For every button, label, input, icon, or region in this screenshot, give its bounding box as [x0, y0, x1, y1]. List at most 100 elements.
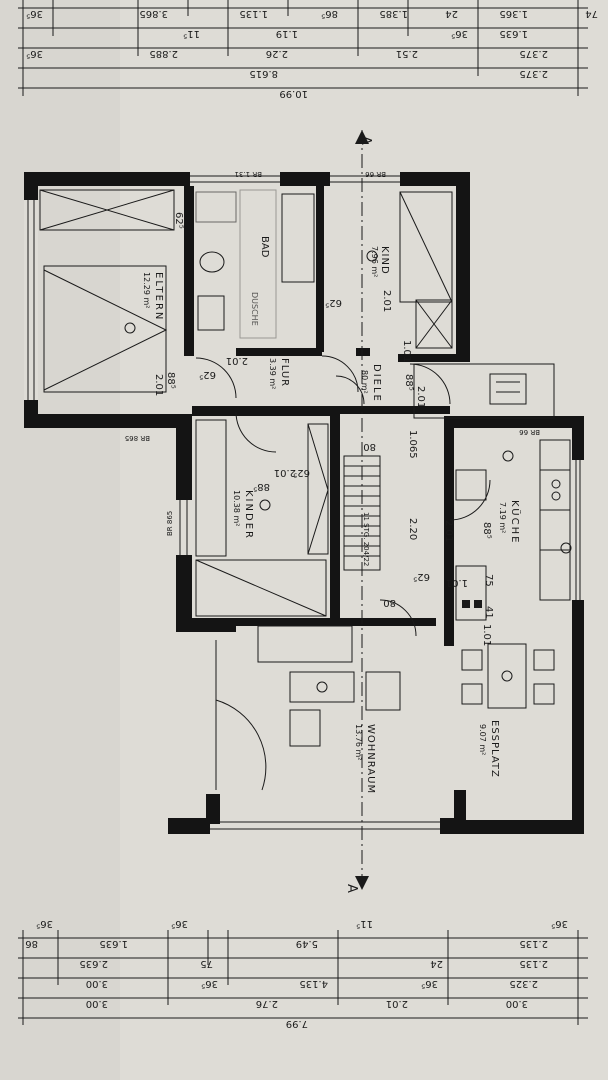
dim-top-r5-g: 36⁵	[26, 8, 43, 19]
dim-bottom-r3-d: 36⁵	[201, 978, 218, 989]
opening-dim-6: 88⁵	[165, 372, 176, 389]
dim-top-r2-b: 8.615	[249, 68, 278, 79]
dim-top-r3-d: 2.885	[149, 48, 178, 59]
room-essplatz-area: 9.07 m²	[478, 724, 487, 755]
dim-bottom-r3-b: 36⁵	[421, 978, 438, 989]
opening-dim-24: 1.01	[481, 624, 492, 646]
opening-dim-21: 75	[483, 574, 494, 587]
dim-bottom-r2-d: 3.00	[86, 998, 108, 1009]
room-diele-name: DIELE	[371, 364, 382, 403]
opening-dim-18: 88⁵	[481, 522, 492, 539]
opening-dim-19: 1.01	[446, 577, 468, 588]
dim-bottom-r4-d: 2.635	[79, 958, 108, 969]
opening-dim-5: 62⁵	[325, 297, 342, 308]
terrace-outline	[413, 363, 555, 419]
dim-top-r3-a: 2.375	[519, 48, 548, 59]
dim-bottom-r5-a: 2.135	[519, 938, 548, 949]
room-kueche-area: 7.19 m²	[498, 502, 507, 533]
brh-note-5: BR 66	[519, 428, 540, 436]
room-flur-name: FLUR	[279, 358, 290, 387]
room-diele-area: 80 m²	[360, 370, 369, 394]
dim-top-r4-c: 1.19	[276, 28, 298, 39]
brh-note-1: BR 1.31	[235, 170, 262, 178]
stair-label: 11 STG. 204/22	[362, 512, 370, 566]
room-kind-area: 7.96 m²	[370, 246, 379, 277]
dim-bottom-r4-a: 2.135	[519, 958, 548, 969]
dim-bottom-r4-c: 75	[200, 958, 213, 969]
dim-top-r5-d: 86⁵	[321, 8, 338, 19]
dim-bottom-total: 7.99	[286, 1018, 308, 1029]
opening-dim-9: 88⁵	[253, 481, 270, 492]
exterior-walls	[24, 172, 584, 834]
dim-top-total: 10.99	[279, 88, 308, 99]
room-dusche-name: DUSCHE	[250, 292, 259, 326]
opening-dim-7: 2.01	[153, 374, 164, 396]
dim-top-r5-e: 1.135	[239, 8, 268, 19]
dim-top-r5-b: 24	[445, 8, 458, 19]
opening-dim-17: 2.01	[443, 520, 454, 542]
opening-dim-2: 2.01	[226, 355, 248, 366]
brh-note-4: BR 865	[166, 511, 174, 536]
dim-bottom-r5-d: 86	[25, 938, 38, 949]
room-wohnraum-name: WOHNRAUM	[365, 724, 376, 794]
bottom-dimension-chains: 7.99 3.00 2.01 2.76 3.00 2.325 36⁵ 4.135…	[18, 918, 588, 1029]
dim-top-r3-e: 36⁵	[26, 48, 43, 59]
dim-bottom-r3-a: 2.325	[509, 978, 538, 989]
opening-dim-12: 2.01	[381, 290, 392, 312]
dim-bottom-r3-c: 4.135	[299, 978, 328, 989]
dim-top-r5-f: 3.865	[139, 8, 168, 19]
dim-top-r3-c: 2.26	[266, 48, 288, 59]
opening-dim-8: 62⁵	[293, 467, 310, 478]
dim-bottom-r2-a: 3.00	[506, 998, 528, 1009]
section-mark-bottom: A	[344, 884, 359, 893]
room-wohnraum-area: 13.76 m²	[354, 724, 363, 760]
dim-bottom-r2-c: 2.76	[256, 998, 278, 1009]
dim-bottom-mark-b: 11⁵	[356, 918, 373, 929]
opening-dim-10: 2.01	[274, 467, 296, 478]
room-kinder-area: 10.38 m²	[232, 490, 241, 526]
opening-dim-22: 41	[483, 606, 494, 619]
dim-bottom-r4-b: 24	[430, 958, 443, 969]
furniture	[39, 189, 572, 791]
dim-top-r3-b: 2.51	[396, 48, 418, 59]
room-kind-name: KIND	[379, 246, 390, 275]
section-mark-top: A	[358, 136, 373, 145]
brh-note-2: BR 66	[365, 170, 386, 178]
dim-bottom-mark-a: 36⁵	[551, 918, 568, 929]
dim-bottom-r5-b: 5.49	[296, 938, 318, 949]
door-swings	[195, 355, 491, 637]
opening-dim-11: 88⁵	[403, 374, 414, 391]
dim-top-r5-a: 1.365	[499, 8, 528, 19]
dim-top-edge: 74	[585, 8, 598, 19]
dim-bottom-r3-e: 3.00	[86, 978, 108, 989]
dim-top-r4-d: 11⁵	[183, 28, 200, 39]
room-kinder-name: KINDER	[243, 490, 254, 540]
room-eltern-area: 12.29 m²	[142, 272, 151, 308]
dim-bottom-r2-b: 2.01	[386, 998, 408, 1009]
dim-bottom-mark-c: 36⁵	[171, 918, 188, 929]
room-eltern-name: ELTERN	[153, 272, 164, 321]
opening-dim-15: 2.20	[407, 518, 418, 540]
opening-dim-1: 62⁵	[173, 212, 184, 229]
opening-dim-16: 80	[363, 441, 376, 452]
top-dimension-chains: 10.99 2.375 8.615 2.375 2.51 2.26 2.885 …	[18, 0, 598, 99]
opening-dim-13: 2.01	[415, 386, 426, 408]
room-essplatz-name: ESSPLATZ	[489, 720, 500, 778]
interior-walls	[176, 186, 456, 646]
room-bad-name: BAD	[259, 236, 270, 258]
section-line	[355, 130, 369, 890]
room-flur-area: 3.39 m²	[268, 358, 277, 389]
dim-top-r5-c: 1.385	[379, 8, 408, 19]
opening-dim-23: 80	[383, 597, 396, 608]
opening-dim-14: 1.065	[407, 430, 418, 459]
dim-top-r2-a: 2.375	[519, 68, 548, 79]
dim-bottom-mark-d: 36⁵	[36, 918, 53, 929]
opening-dim-4: 1.01	[401, 340, 412, 362]
room-kueche-name: KÜCHE	[509, 500, 522, 544]
dim-bottom-r5-c: 1.635	[99, 938, 128, 949]
brh-note-3: BR 865	[125, 434, 150, 442]
paper-shadow	[0, 0, 120, 1080]
dim-top-r4-a: 1.635	[499, 28, 528, 39]
dim-top-r4-b: 36⁵	[451, 28, 468, 39]
